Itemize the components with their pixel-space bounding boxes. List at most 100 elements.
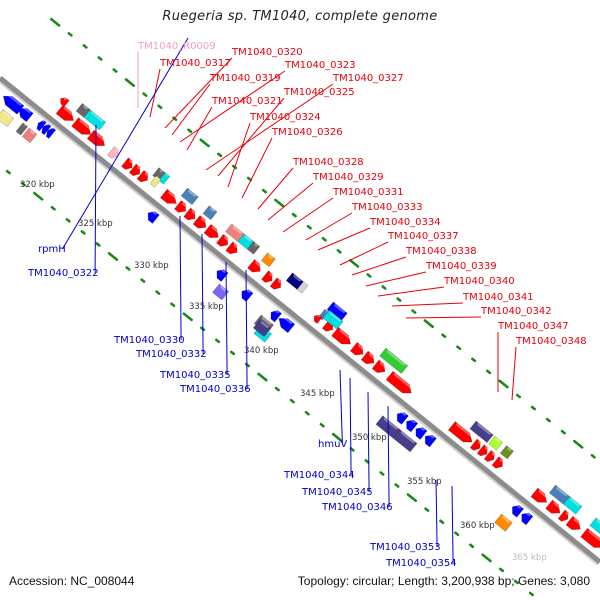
gene-reverse[interactable] bbox=[238, 287, 254, 303]
gene-label-reverse[interactable]: hmuV bbox=[318, 439, 347, 450]
gene-reverse[interactable] bbox=[268, 308, 282, 323]
gene-label-forward[interactable]: TM1040_0321 bbox=[211, 96, 283, 107]
gene-forward-box[interactable] bbox=[322, 309, 344, 330]
gene-forward[interactable] bbox=[557, 509, 571, 524]
gene-forward[interactable] bbox=[447, 421, 475, 446]
gene-forward[interactable] bbox=[261, 270, 276, 285]
gene-label-forward[interactable]: TM1040_0333 bbox=[351, 202, 423, 213]
gene-forward[interactable] bbox=[331, 326, 354, 348]
gene-forward[interactable] bbox=[469, 438, 483, 453]
gene-forward[interactable] bbox=[385, 370, 415, 397]
gene-label-forward[interactable]: TM1040_0317 bbox=[159, 58, 231, 69]
gene-reverse[interactable] bbox=[494, 513, 513, 532]
gene-reverse[interactable] bbox=[394, 410, 409, 425]
gene-forward-box[interactable] bbox=[75, 102, 91, 118]
gene-forward[interactable] bbox=[360, 350, 377, 367]
gene-forward[interactable] bbox=[565, 515, 584, 533]
gene-forward[interactable] bbox=[159, 188, 179, 208]
gene-reverse[interactable] bbox=[15, 122, 29, 136]
gene-reverse[interactable] bbox=[35, 119, 47, 132]
gene-forward[interactable] bbox=[183, 207, 199, 223]
gene-label-forward[interactable]: TM1040_0320 bbox=[231, 47, 303, 58]
gene-reverse[interactable] bbox=[212, 283, 230, 301]
gene-forward[interactable] bbox=[173, 200, 189, 215]
gene-forward-box[interactable] bbox=[202, 205, 218, 221]
gene-forward-box[interactable] bbox=[469, 420, 494, 444]
gene-forward-box[interactable] bbox=[379, 347, 409, 374]
gene-forward[interactable] bbox=[128, 163, 143, 178]
gene-label-forward[interactable]: TM1040_0338 bbox=[405, 246, 477, 257]
gene-label-reverse[interactable]: TM1040_0344 bbox=[283, 470, 355, 481]
gene-forward[interactable] bbox=[55, 104, 77, 125]
gene-forward[interactable] bbox=[530, 487, 550, 507]
gene-label-forward[interactable]: TM1040_0325 bbox=[283, 87, 355, 98]
gene-label-reverse[interactable]: TM1040_0335 bbox=[159, 370, 231, 381]
gene-forward[interactable] bbox=[545, 499, 564, 517]
gene-label-reverse[interactable]: TM1040_0354 bbox=[385, 558, 457, 569]
gene-forward[interactable] bbox=[136, 169, 151, 184]
gene-reverse[interactable] bbox=[252, 318, 272, 338]
gene-label-forward[interactable]: TM1040_R0009 bbox=[137, 41, 216, 52]
gene-reverse[interactable] bbox=[145, 209, 160, 224]
gene-reverse[interactable] bbox=[509, 502, 525, 518]
gene-forward[interactable] bbox=[121, 157, 135, 172]
gene-label-forward[interactable]: TM1040_0334 bbox=[369, 217, 441, 228]
gene-label-forward[interactable]: TM1040_0341 bbox=[462, 292, 534, 303]
gene-label-forward[interactable]: TM1040_0329 bbox=[312, 172, 384, 183]
gene-forward[interactable] bbox=[203, 223, 222, 241]
gene-forward-box[interactable] bbox=[562, 495, 583, 515]
gene-forward[interactable] bbox=[225, 241, 241, 257]
gene-reverse[interactable] bbox=[412, 425, 428, 440]
gene-reverse[interactable] bbox=[403, 417, 419, 433]
gene-forward[interactable] bbox=[483, 449, 497, 464]
gene-reverse[interactable] bbox=[392, 429, 418, 453]
gene-reverse[interactable] bbox=[21, 127, 38, 144]
gene-forward[interactable] bbox=[58, 95, 70, 108]
gene-forward-box[interactable] bbox=[158, 172, 171, 185]
gene-forward-box[interactable] bbox=[260, 252, 276, 268]
gene-forward[interactable] bbox=[107, 146, 121, 160]
gene-label-reverse[interactable]: TM1040_0322 bbox=[27, 268, 99, 279]
gene-label-forward[interactable]: TM1040_0339 bbox=[425, 261, 497, 272]
gene-forward-box[interactable] bbox=[83, 109, 107, 131]
gene-label-reverse[interactable]: TM1040_0345 bbox=[301, 487, 373, 498]
gene-label-reverse[interactable]: TM1040_0330 bbox=[113, 335, 185, 346]
gene-reverse[interactable] bbox=[275, 314, 296, 334]
gene-label-reverse[interactable]: TM1040_0332 bbox=[135, 349, 207, 360]
gene-forward[interactable] bbox=[349, 341, 366, 358]
gene-forward-box[interactable] bbox=[296, 281, 309, 294]
gene-label-forward[interactable]: TM1040_0331 bbox=[332, 187, 404, 198]
gene-label-forward[interactable]: TM1040_0323 bbox=[284, 60, 356, 71]
gene-forward[interactable] bbox=[580, 527, 600, 552]
gene-label-reverse[interactable]: TM1040_0336 bbox=[179, 384, 251, 395]
gene-forward-box[interactable] bbox=[499, 445, 514, 460]
gene-forward[interactable] bbox=[476, 444, 490, 459]
gene-forward-box[interactable] bbox=[180, 187, 199, 206]
gene-forward[interactable] bbox=[71, 117, 94, 139]
gene-label-reverse[interactable]: rpmH bbox=[38, 244, 66, 255]
gene-reverse[interactable] bbox=[0, 108, 15, 128]
gene-reverse[interactable] bbox=[0, 92, 25, 115]
gene-forward[interactable] bbox=[312, 313, 323, 324]
gene-reverse[interactable] bbox=[422, 432, 437, 448]
gene-label-reverse[interactable]: TM1040_0353 bbox=[369, 542, 441, 553]
gene-reverse[interactable] bbox=[213, 267, 229, 282]
gene-label-forward[interactable]: TM1040_0328 bbox=[292, 157, 364, 168]
gene-label-forward[interactable]: TM1040_0348 bbox=[515, 336, 587, 347]
gene-forward[interactable] bbox=[491, 456, 506, 471]
gene-reverse[interactable] bbox=[518, 510, 534, 526]
gene-forward[interactable] bbox=[192, 215, 209, 232]
gene-label-forward[interactable]: TM1040_0340 bbox=[443, 276, 515, 287]
gene-label-forward[interactable]: TM1040_0319 bbox=[209, 73, 281, 84]
gene-label-forward[interactable]: TM1040_0337 bbox=[387, 231, 459, 242]
gene-label-forward[interactable]: TM1040_0324 bbox=[249, 112, 321, 123]
gene-forward[interactable] bbox=[371, 359, 388, 376]
gene-reverse[interactable] bbox=[15, 104, 34, 123]
gene-reverse[interactable] bbox=[39, 122, 52, 136]
gene-label-forward[interactable]: TM1040_0347 bbox=[497, 321, 569, 332]
gene-forward-box[interactable] bbox=[488, 435, 504, 451]
gene-forward-box[interactable] bbox=[589, 517, 600, 535]
gene-forward-box[interactable] bbox=[285, 272, 304, 290]
gene-forward[interactable] bbox=[215, 233, 231, 249]
gene-forward[interactable] bbox=[247, 259, 264, 275]
